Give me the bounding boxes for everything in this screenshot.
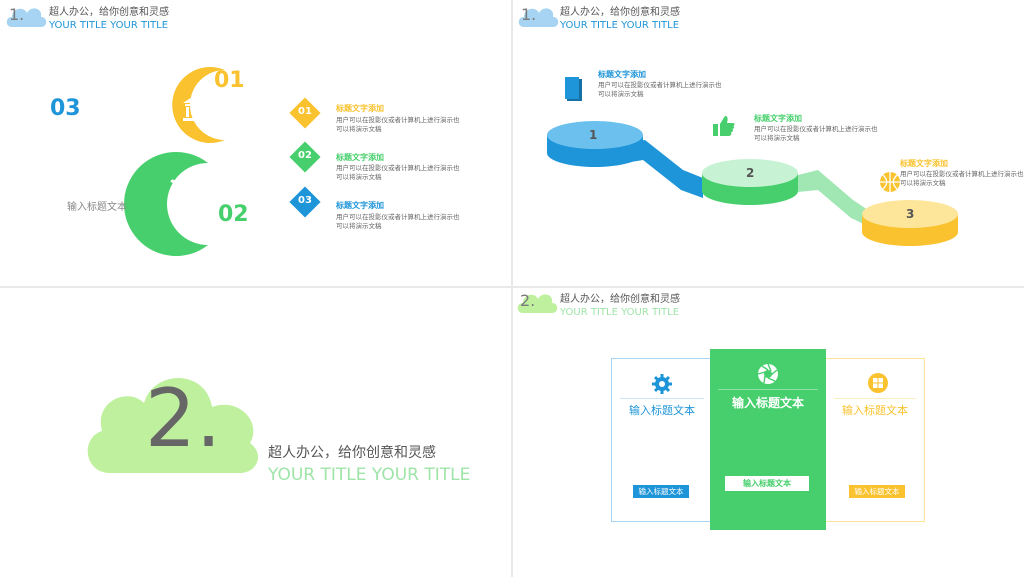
section-number: 2. [520, 291, 536, 310]
petal-01 [172, 67, 225, 143]
diagram-caption: 输入标题文本 [67, 202, 127, 213]
windows-icon [868, 373, 888, 393]
section-number: 1. [9, 5, 25, 24]
gear-icon [652, 374, 672, 394]
book-icon [565, 77, 582, 101]
item-02-desc: 用户可以在投影仪或者计算机上进行演示也可以将演示文稿 [336, 164, 460, 181]
section-title: 超人办公，给你创意和灵感 [268, 445, 436, 461]
column-right-label: 输入标题文本 [842, 404, 908, 417]
staircase-diagram [547, 77, 958, 246]
item-03-desc: 用户可以在投影仪或者计算机上进行演示也可以将演示文稿 [336, 213, 460, 230]
header-subtitle: YOUR TITLE YOUR TITLE [49, 20, 169, 31]
item-02-diamond: 02 [289, 141, 321, 173]
item-03-diamond: 03 [289, 186, 321, 218]
header-subtitle: YOUR TITLE YOUR TITLE [560, 20, 680, 31]
header-title: 超人办公，给你创意和灵感 [49, 7, 169, 18]
item-01-diamond: 01 [289, 97, 321, 129]
item-03-title: 标题文字添加 [336, 201, 384, 210]
section-subtitle: YOUR TITLE YOUR TITLE [268, 465, 471, 485]
column-center-button[interactable]: 输入标题文本 [725, 476, 809, 491]
step-1-number: 1 [589, 128, 598, 142]
cloud-icon [517, 294, 558, 313]
step-3-number: 3 [906, 207, 915, 221]
column-left-label: 输入标题文本 [629, 404, 695, 417]
thumbs-up-icon [713, 116, 735, 136]
item-02-title: 标题文字添加 [336, 153, 384, 162]
petal-01-number: 01 [214, 68, 245, 93]
column-left-button[interactable]: 输入标题文本 [633, 485, 689, 498]
column-left: 输入标题文本 输入标题文本 [611, 358, 713, 522]
header-subtitle: YOUR TITLE YOUR TITLE [560, 307, 680, 318]
cloud-icon [87, 377, 259, 473]
petal-03-number: 03 [50, 96, 81, 121]
bank-icon [183, 95, 207, 121]
petal-03 [50, 73, 130, 190]
column-center: 输入标题文本 输入标题文本 [710, 349, 826, 530]
cloud-icon [518, 8, 559, 27]
petal-02-number: 02 [218, 202, 249, 227]
slide-1[interactable]: 1. 超人办公，给你创意和灵感 YOUR TITLE YOUR TITLE [0, 0, 511, 286]
item-01-title: 标题文字添加 [336, 104, 384, 113]
slide-3[interactable]: 2. 超人办公，给你创意和灵感 YOUR TITLE YOUR TITLE [0, 288, 511, 577]
header-title: 超人办公，给你创意和灵感 [560, 294, 680, 305]
step-2-number: 2 [746, 166, 755, 180]
petal-02 [124, 152, 208, 256]
cloud-icon [6, 8, 47, 27]
petal-diagram [50, 67, 225, 256]
step-1-title: 标题文字添加 [598, 70, 646, 79]
column-right-button[interactable]: 输入标题文本 [849, 485, 905, 498]
column-center-label: 输入标题文本 [731, 396, 804, 410]
bar-chart-icon [102, 129, 134, 160]
slide-4[interactable]: 2. 超人办公，给你创意和灵感 YOUR TITLE YOUR TITLE 输入… [513, 288, 1024, 577]
section-number: 1. [521, 5, 537, 24]
header-title: 超人办公，给你创意和灵感 [560, 7, 680, 18]
column-right: 输入标题文本 输入标题文本 [825, 358, 925, 522]
basketball-icon [880, 172, 900, 192]
section-number-large: 2. [145, 372, 222, 465]
aperture-icon [757, 363, 778, 384]
airplane-icon [169, 179, 199, 209]
slide-2[interactable]: 1. 超人办公，给你创意和灵感 YOUR TITLE YOUR TITLE [513, 0, 1024, 286]
step-3-desc: 用户可以在投影仪或者计算机上进行演示也可以将演示文稿 [900, 170, 1024, 187]
step-2-title: 标题文字添加 [754, 114, 802, 123]
step-1-desc: 用户可以在投影仪或者计算机上进行演示也可以将演示文稿 [598, 81, 722, 98]
item-01-desc: 用户可以在投影仪或者计算机上进行演示也可以将演示文稿 [336, 116, 460, 133]
step-2-desc: 用户可以在投影仪或者计算机上进行演示也可以将演示文稿 [754, 125, 878, 142]
step-3-title: 标题文字添加 [900, 159, 948, 168]
